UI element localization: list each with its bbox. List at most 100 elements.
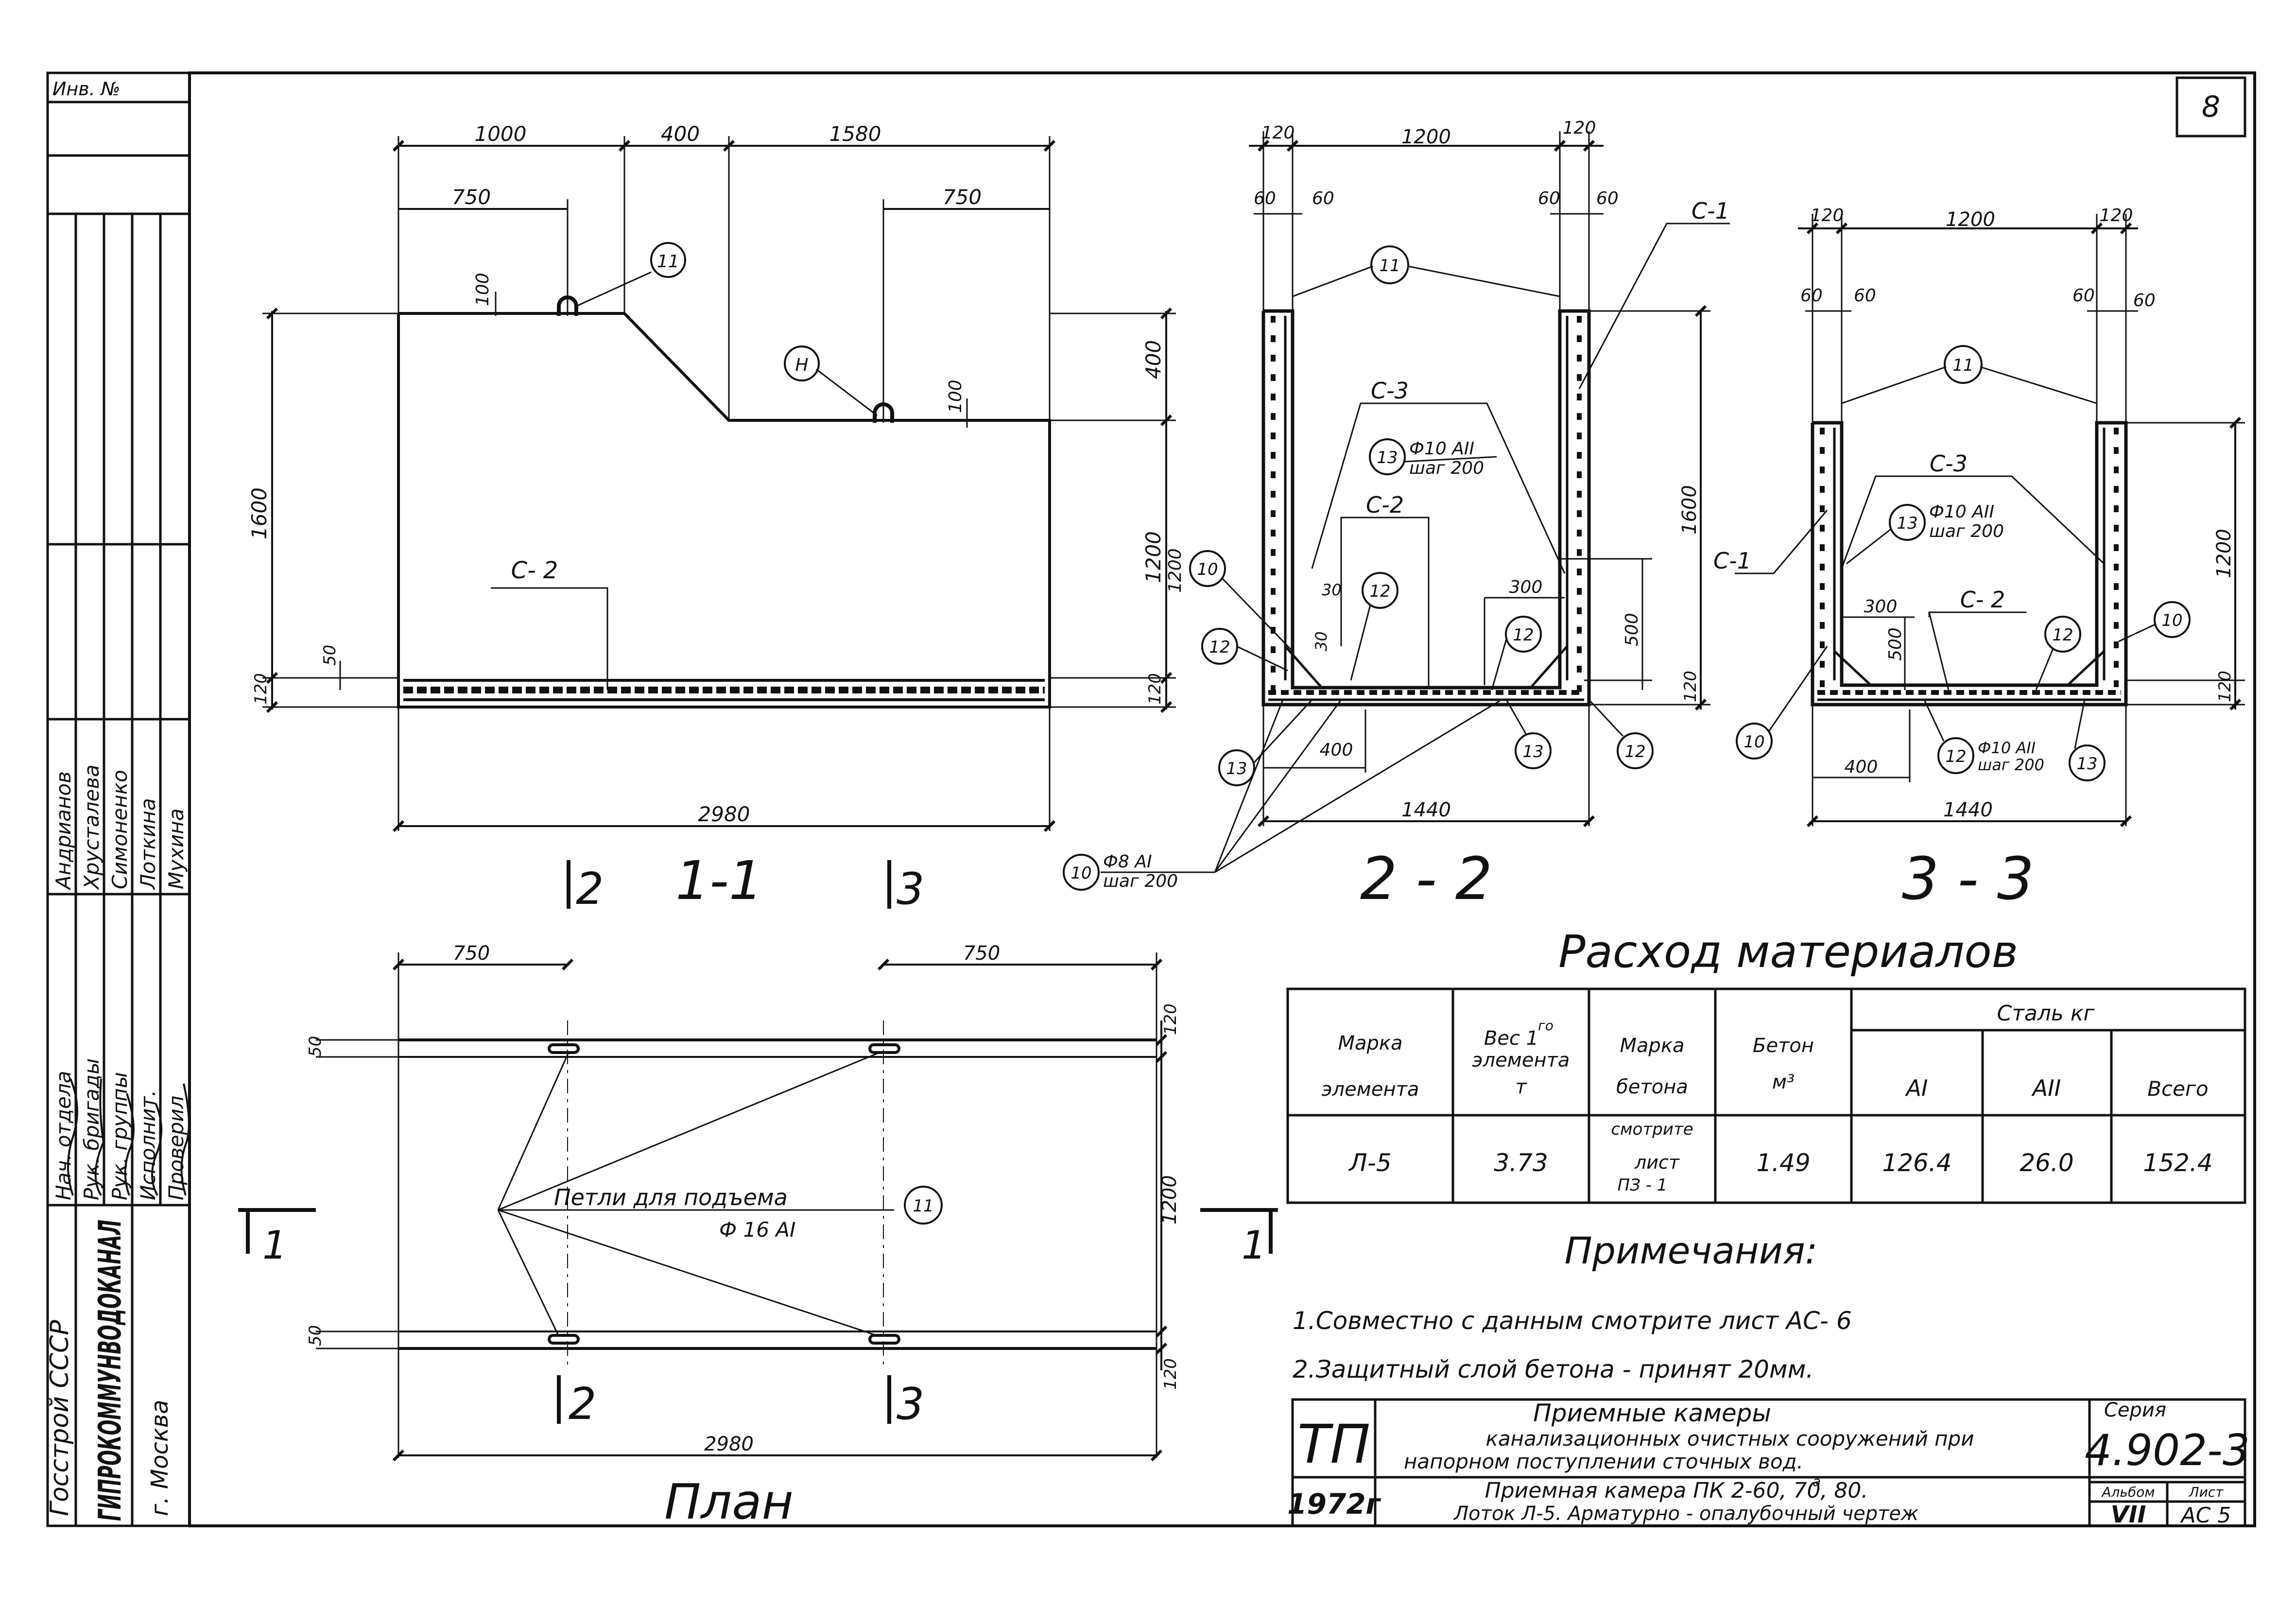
s33-dim-60-1: 60 bbox=[1800, 286, 1823, 306]
tb-album-label: Альбом bbox=[2101, 1484, 2155, 1500]
s22-rebar-10a: Ф8 АI bbox=[1103, 852, 1152, 872]
name-2: Хрусталева bbox=[80, 764, 104, 890]
s22-label-c3: С-3 bbox=[1371, 378, 1409, 404]
name-3: Симоненко bbox=[108, 770, 132, 889]
materials-title: Расход материалов bbox=[1558, 926, 2018, 978]
s33-dim-60-3: 60 bbox=[2072, 286, 2095, 306]
stamp-org-3: г. Москва bbox=[146, 1400, 173, 1516]
row-grade-2: лист bbox=[1634, 1152, 1680, 1173]
role-2: Рук. бригады bbox=[80, 1058, 104, 1200]
plan-dim-120-bottom: 120 bbox=[1161, 1358, 1180, 1390]
s22-callout-12b: 12 bbox=[1369, 582, 1390, 601]
sheet-number-box: 8 bbox=[2175, 76, 2246, 138]
s33-dim-120b: 120 bbox=[2100, 206, 2133, 225]
tb-album: VII bbox=[2111, 1501, 2146, 1528]
section-title-3-3: 3 - 3 bbox=[1902, 846, 2034, 913]
s22-callout-12d: 12 bbox=[1624, 742, 1645, 761]
s33-callout-12b: 12 bbox=[1945, 747, 1966, 766]
tb-sheet-label: Лист bbox=[2189, 1484, 2224, 1500]
note-1: 1.Совместно с данным смотрите лист АС- 6 bbox=[1293, 1307, 1852, 1335]
s22-dim-500: 500 bbox=[1622, 613, 1642, 646]
s22-dim-1200: 1200 bbox=[1401, 126, 1451, 148]
s33-dim-60-4: 60 bbox=[2133, 291, 2156, 311]
plan-dim-750-left: 750 bbox=[453, 942, 490, 965]
section-title-1-1: 1-1 bbox=[675, 849, 763, 912]
dim-1200: 1200 bbox=[1141, 531, 1165, 583]
plan-callout-11: 11 bbox=[913, 1196, 933, 1216]
stamp-org-1: Госстрой СССР bbox=[45, 1320, 74, 1516]
hdr-mark-2: элемента bbox=[1322, 1078, 1419, 1101]
s22-dim-1200v: 1200 bbox=[1165, 548, 1185, 593]
cut-marks-top bbox=[567, 860, 891, 909]
s22-callout-10b: 10 bbox=[1070, 864, 1091, 883]
hdr-weight-2: элемента bbox=[1472, 1049, 1570, 1071]
hdr-concrete-1: Бетон bbox=[1753, 1035, 1814, 1057]
section-2-2-texts: 120 1200 120 60 60 60 60 1600 1200 500 1… bbox=[1070, 118, 1729, 891]
side-stamp bbox=[46, 71, 191, 1527]
notes-title: Примечания: bbox=[1565, 1229, 1818, 1272]
s22-rebar-13a: Ф10 АII bbox=[1409, 439, 1474, 459]
s22-dim-1440: 1440 bbox=[1401, 799, 1451, 821]
s33-dim-60-2: 60 bbox=[1854, 286, 1876, 306]
name-1: Андрианов bbox=[52, 771, 75, 891]
hdr-grade-1: Марка bbox=[1620, 1035, 1684, 1057]
s33-dim-120a: 120 bbox=[1811, 206, 1844, 225]
s33-callout-12: 12 bbox=[2052, 625, 2073, 645]
s22-dim-60-4: 60 bbox=[1596, 189, 1619, 208]
dim-2980-section: 2980 bbox=[698, 802, 750, 826]
s33-dim-300: 300 bbox=[1864, 597, 1898, 617]
cut-mark-2-plan: 2 bbox=[569, 1379, 596, 1430]
cut-mark-1-right: 1 bbox=[1242, 1223, 1266, 1268]
role-4: Исполнит. bbox=[136, 1090, 160, 1200]
s22-dim-60-1: 60 bbox=[1254, 189, 1276, 208]
tb-title-3: напорном поступлении сточных вод. bbox=[1404, 1450, 1803, 1473]
hdr-concrete-2: м³ bbox=[1772, 1071, 1795, 1093]
s33-label-c1: С-1 bbox=[1713, 548, 1751, 574]
s22-callout-13: 13 bbox=[1377, 448, 1398, 467]
dim-120-right: 120 bbox=[1145, 673, 1165, 705]
dim-1000: 1000 bbox=[475, 122, 527, 146]
s33-dim-120v: 120 bbox=[2215, 671, 2235, 702]
section-3-3-texts: 120 1200 120 60 60 60 60 1200 120 300 50… bbox=[1713, 206, 2235, 821]
s22-dim-120a: 120 bbox=[1261, 123, 1295, 143]
s22-dim-30b: 30 bbox=[1312, 631, 1330, 651]
plan-dim-750-right: 750 bbox=[963, 942, 1000, 965]
hdr-mark-1: Марка bbox=[1338, 1032, 1402, 1054]
plan-dim-50-top: 50 bbox=[306, 1036, 325, 1057]
s22-callout-11: 11 bbox=[1379, 256, 1400, 276]
plan-loop-label-1: Петли для подъема bbox=[554, 1184, 788, 1210]
dim-100-left: 100 bbox=[473, 273, 493, 306]
plan-dim-2980: 2980 bbox=[704, 1433, 754, 1455]
inv-no-label: Инв. № bbox=[52, 78, 120, 100]
s33-dim-500: 500 bbox=[1885, 627, 1905, 661]
dim-400-top: 400 bbox=[661, 122, 700, 146]
s33-dim-400: 400 bbox=[1845, 757, 1878, 777]
cut-mark-3-top: 3 bbox=[897, 864, 924, 915]
cut-mark-3-plan: 3 bbox=[897, 1379, 924, 1430]
tb-title-2: канализационных очистных сооружений при bbox=[1485, 1427, 1974, 1451]
s33-callout-11: 11 bbox=[1952, 356, 1973, 375]
section-title-2-2: 2 - 2 bbox=[1360, 846, 1492, 913]
s22-callout-13c: 13 bbox=[1522, 742, 1543, 761]
signatures bbox=[67, 1078, 190, 1196]
tb-year: 1972г bbox=[1287, 1487, 1381, 1521]
plan-dim-120-top: 120 bbox=[1161, 1003, 1180, 1035]
sheet-number: 8 bbox=[2202, 90, 2220, 124]
section-3-3-drawing bbox=[1735, 214, 2245, 828]
s33-dim-1440: 1440 bbox=[1943, 799, 1993, 821]
tb-sub-1: Приемная камера ПК 2-60, 70, 80. bbox=[1485, 1478, 1868, 1503]
hdr-steel: Сталь кг bbox=[1997, 1001, 2095, 1026]
hdr-steel-a2: АII bbox=[2031, 1075, 2061, 1101]
section-title-plan: План bbox=[664, 1473, 794, 1530]
tb-title-1: Приемные камеры bbox=[1533, 1399, 1771, 1427]
s22-label-c1: С-1 bbox=[1692, 198, 1729, 224]
s22-label-c2: С-2 bbox=[1366, 492, 1404, 518]
s33-rebar-13a: Ф10 АII bbox=[1929, 502, 1994, 522]
hdr-steel-total: Всего bbox=[2147, 1077, 2209, 1101]
plan-loop-label-2: Ф 16 АI bbox=[719, 1218, 795, 1242]
hdr-grade-2: бетона bbox=[1616, 1076, 1688, 1098]
label-c2-section11: С- 2 bbox=[511, 557, 558, 584]
tb-series: 4.902-3 bbox=[2085, 1425, 2250, 1475]
tb-sheet: АС 5 bbox=[2180, 1503, 2231, 1528]
s22-dim-30a: 30 bbox=[1322, 581, 1342, 599]
